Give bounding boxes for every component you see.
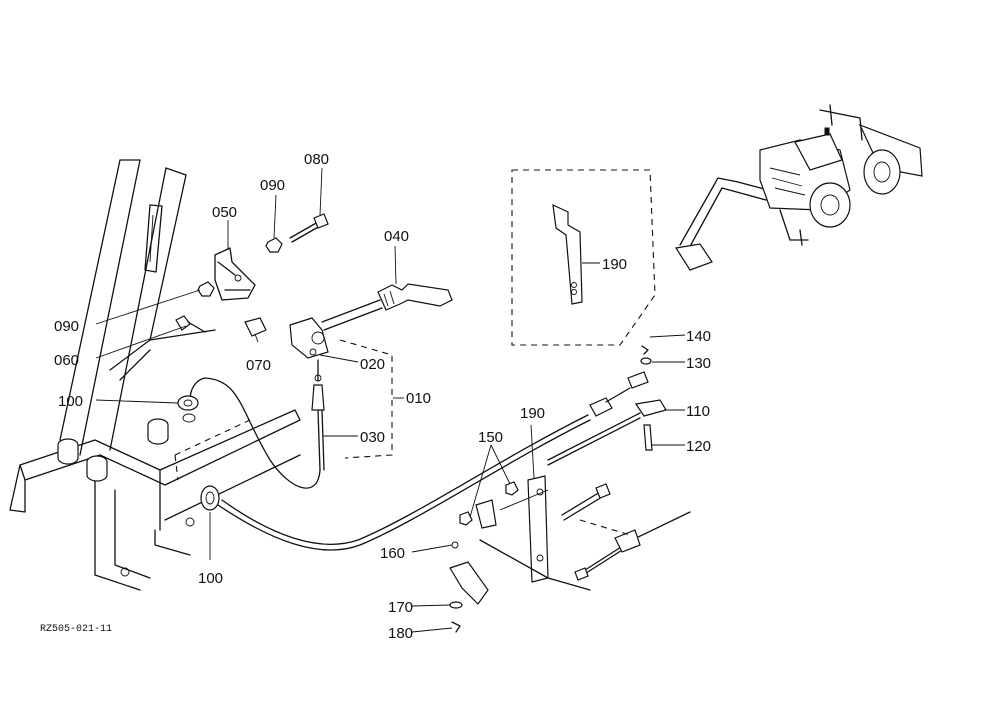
label-080: 080 xyxy=(304,151,329,168)
label-060: 060 xyxy=(54,352,79,369)
label-160: 160 xyxy=(380,545,405,562)
label-010: 010 xyxy=(406,390,431,407)
label-030: 030 xyxy=(360,429,385,446)
label-090-top: 090 xyxy=(260,177,285,194)
label-180: 180 xyxy=(388,625,413,642)
label-100-top: 100 xyxy=(58,393,83,410)
backhoe-tractor-icon xyxy=(675,104,923,271)
inset-box xyxy=(511,169,656,346)
label-020: 020 xyxy=(360,356,385,373)
label-150: 150 xyxy=(478,429,503,446)
label-190-inset: 190 xyxy=(602,256,627,273)
label-110: 110 xyxy=(686,403,710,420)
label-140: 140 xyxy=(686,328,711,345)
label-040: 040 xyxy=(384,228,409,245)
label-070: 070 xyxy=(246,357,271,374)
group-bracket-010 xyxy=(339,339,393,459)
leader-lines xyxy=(95,167,686,633)
engine-bracket-assembly xyxy=(449,475,691,633)
part-labels: 080 090 050 040 090 060 070 020 010 100 … xyxy=(40,151,711,642)
throttle-lever-assembly xyxy=(289,283,453,411)
lever-stand-frame xyxy=(9,159,301,591)
label-170: 170 xyxy=(388,599,413,616)
drawing-code: RZ505-021-11 xyxy=(40,624,112,635)
label-050: 050 xyxy=(212,204,237,221)
label-120: 120 xyxy=(686,438,711,455)
label-100-bottom: 100 xyxy=(198,570,223,587)
label-190-bracket: 190 xyxy=(520,405,545,422)
lever-bracket-assembly xyxy=(175,213,329,337)
throttle-cable xyxy=(177,345,667,551)
label-130: 130 xyxy=(686,355,711,372)
label-090-left: 090 xyxy=(54,318,79,335)
